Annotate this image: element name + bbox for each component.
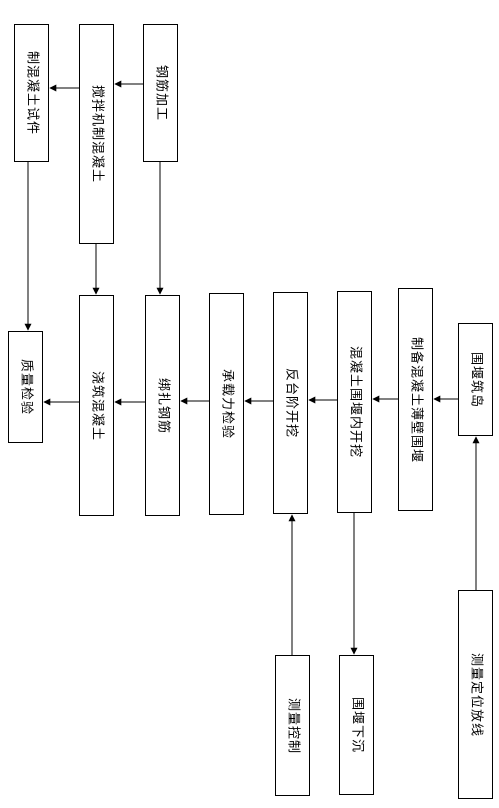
node-specimen: 制混凝土试件 — [14, 24, 49, 162]
node-survey-layout: 测量定位放线 — [458, 590, 493, 799]
node-island: 围堰筑岛 — [458, 323, 493, 436]
node-quality-check: 质量检验 — [8, 331, 43, 443]
node-bearing-test: 承载力检验 — [209, 293, 244, 515]
node-step-excavation: 反台阶开挖 — [273, 292, 308, 514]
node-tie-rebar: 绑扎钢筋 — [145, 295, 180, 516]
node-pour-concrete: 浇筑混凝土 — [79, 295, 114, 516]
node-thin-wall: 制备混凝土薄壁围堰 — [398, 288, 433, 511]
node-inner-excavation: 混凝土围堰内开挖 — [337, 291, 372, 513]
node-survey-control: 测量控制 — [275, 655, 310, 796]
node-cofferdam-sink: 围堰下沉 — [339, 655, 374, 795]
node-mixing: 搅拌机制混凝土 — [79, 24, 114, 244]
node-rebar-processing: 钢筋加工 — [143, 24, 178, 162]
